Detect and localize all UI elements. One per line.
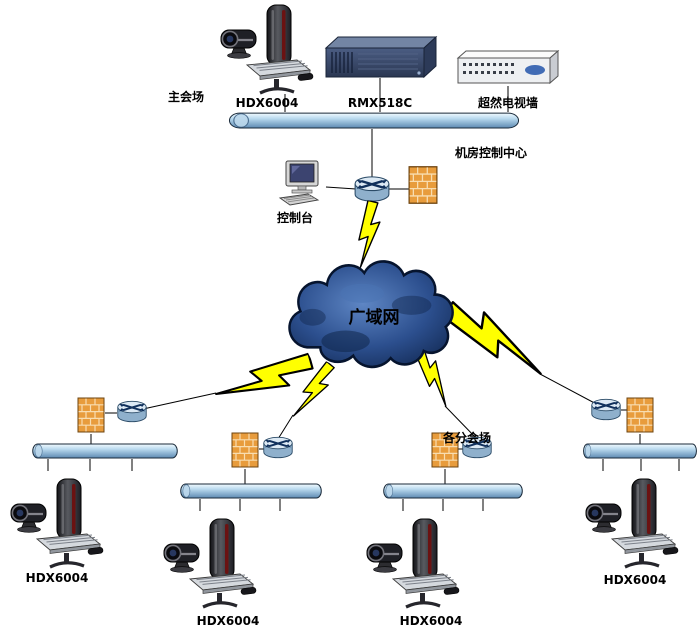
wan-label: 广域网: [349, 307, 400, 328]
branch-bus-1: [32, 443, 178, 459]
console-pc: [279, 160, 319, 206]
rmx-server: [325, 36, 437, 78]
branch-hdx-label-4: HDX6004: [604, 573, 667, 587]
control-center-label: 机房控制中心: [455, 145, 527, 160]
branch-firewall-4: [626, 397, 654, 433]
branch-bus-2: [180, 483, 322, 499]
tv-wall-label: 超然电视墙: [477, 95, 538, 110]
branch-firewall-2: [231, 432, 259, 468]
hdx-system-branch-4: [584, 478, 680, 569]
connector-lines: [47, 78, 680, 511]
hdx-system-branch-3: [365, 518, 461, 609]
branch-bus-3: [383, 483, 523, 499]
branch-hdx-label-2: HDX6004: [197, 614, 260, 628]
console-label: 控制台: [277, 210, 313, 225]
core-router: [353, 175, 391, 203]
branch-section-label: 各分会场: [442, 430, 491, 445]
hdx-system-main: [219, 4, 315, 95]
branch-firewall-1: [77, 397, 105, 433]
main-site-label: 主会场: [168, 89, 204, 104]
lightning-bolt-branch-4: [436, 295, 555, 380]
branch-bus-4: [583, 443, 697, 459]
main-bus: [228, 112, 520, 129]
core-firewall: [408, 166, 438, 204]
tv-wall-unit: [457, 50, 559, 84]
branch-hdx-label-1: HDX6004: [26, 571, 89, 585]
branch-router-1: [116, 400, 148, 423]
main-hdx-label: HDX6004: [236, 96, 299, 110]
lightning-bolt-core: [356, 200, 382, 269]
wan-cloud: [288, 260, 454, 369]
hdx-system-branch-2: [162, 518, 258, 609]
branch-hdx-label-3: HDX6004: [400, 614, 463, 628]
hdx-system-branch-1: [9, 478, 105, 569]
branch-router-2: [262, 436, 294, 459]
rmx-server-label: RMX518C: [348, 96, 412, 110]
branch-router-4: [590, 398, 622, 421]
